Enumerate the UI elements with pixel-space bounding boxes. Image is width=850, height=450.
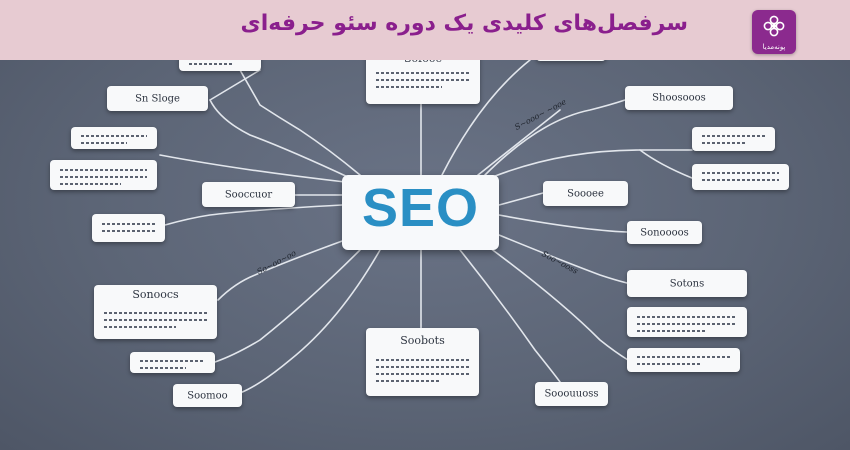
node-title: Sonoocs [132, 288, 179, 301]
seo-center-node[interactable]: SEO [342, 175, 499, 250]
node-right-1[interactable]: Shoosooos [625, 86, 733, 110]
node-title: Sooccuor [224, 189, 273, 200]
node-right-6[interactable]: Sotons [627, 270, 747, 297]
node-title: Soobots [400, 334, 445, 347]
node-right-5[interactable]: Sonoooos [627, 221, 702, 244]
node-right-4[interactable]: Soooee [543, 181, 628, 206]
node-left-2[interactable] [71, 127, 157, 149]
node-bottom-center[interactable]: Soobots [366, 328, 479, 396]
node-left-1[interactable]: Sn Sloge [107, 86, 208, 111]
node-title: Sotons [669, 278, 705, 289]
seo-label: SEO [361, 178, 480, 238]
node-right-7[interactable] [627, 307, 747, 337]
node-title: Soooee [567, 188, 604, 199]
node-left-4[interactable]: Sooccuor [202, 182, 295, 207]
node-left-7[interactable] [130, 352, 215, 373]
node-left-8[interactable]: Soomoo [173, 384, 242, 407]
node-title: Shoosooos [652, 92, 706, 104]
node-title: Soomoo [187, 390, 228, 401]
node-right-8[interactable] [627, 348, 740, 372]
flower-logo-icon [763, 15, 785, 37]
brand-logo[interactable]: پونه‌مدیا [752, 10, 796, 54]
page-title: سرفصل‌های کلیدی یک دوره سئو حرفه‌ای [240, 11, 688, 36]
node-right-9[interactable]: Sooouuoss [535, 382, 608, 406]
node-title: Sonoooos [640, 227, 689, 238]
node-left-3[interactable] [50, 160, 157, 190]
node-title: Sn Sloge [135, 93, 180, 104]
node-right-2[interactable] [692, 127, 775, 151]
node-right-3[interactable] [692, 164, 789, 190]
node-title: Sooouuoss [544, 388, 599, 400]
header-banner: سرفصل‌های کلیدی یک دوره سئو حرفه‌ای پونه… [0, 0, 850, 60]
node-left-5[interactable] [92, 214, 165, 242]
logo-wordmark: پونه‌مدیا [762, 43, 786, 51]
node-left-6[interactable]: Sonoocs [94, 285, 217, 339]
